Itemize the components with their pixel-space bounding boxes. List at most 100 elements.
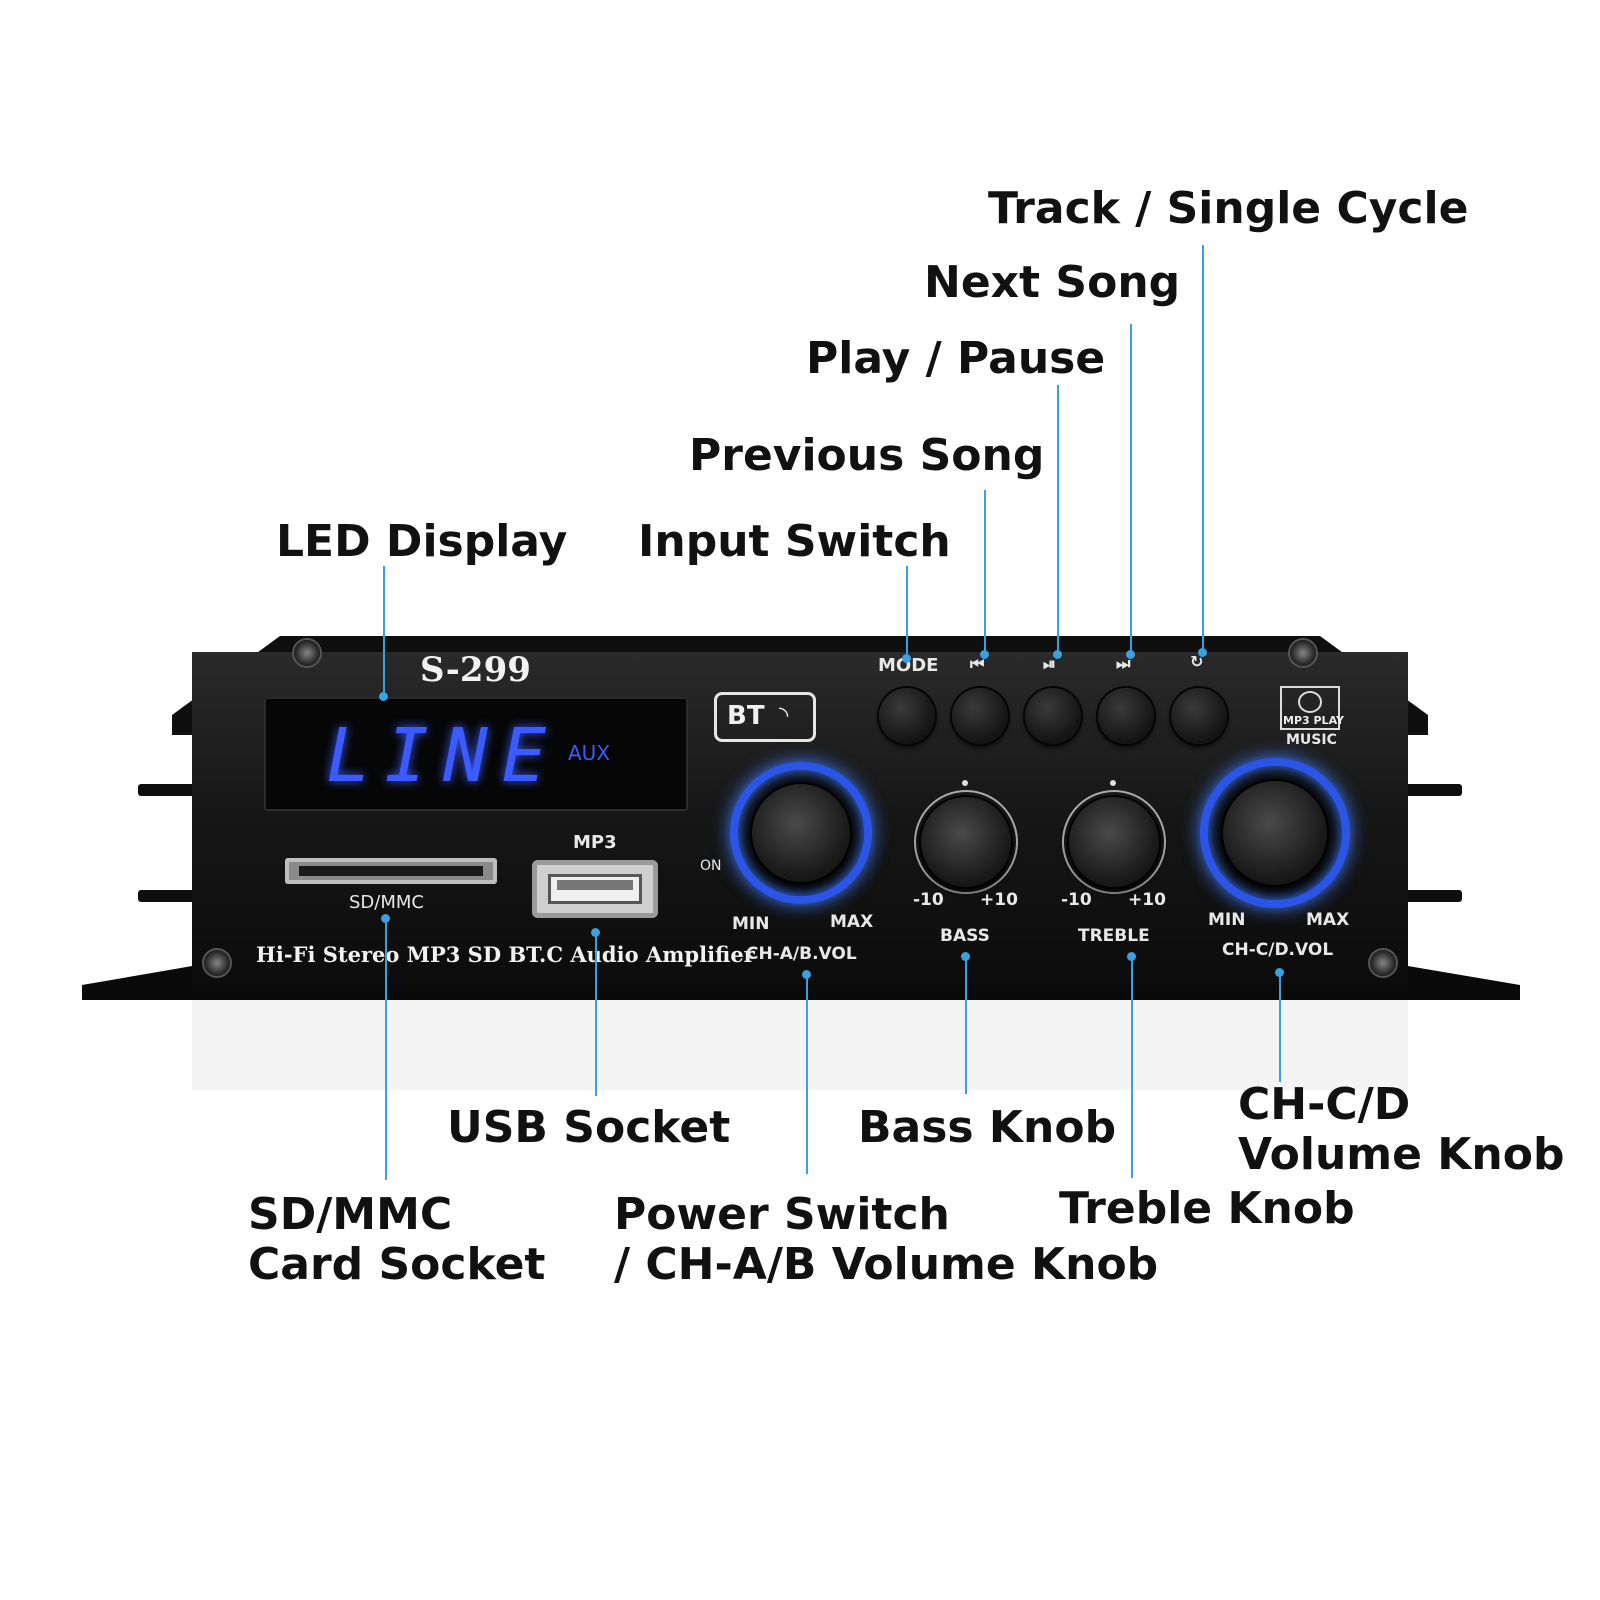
line-play-pause xyxy=(1057,385,1059,654)
line-led-display xyxy=(383,566,385,696)
line-ch-cd-knob xyxy=(1279,972,1281,1082)
dot-power-switch xyxy=(802,970,811,979)
disc-icon xyxy=(1298,691,1322,713)
line-treble-knob xyxy=(1131,956,1133,1178)
model-name: S-299 xyxy=(420,650,531,690)
sd-label: SD/MMC xyxy=(349,892,424,913)
mp3-label: MP3 xyxy=(573,832,617,853)
bass-indicator-dot xyxy=(962,780,968,786)
logo-line2: MUSIC xyxy=(1286,732,1337,748)
play-pause-button[interactable] xyxy=(1025,688,1081,744)
callout-previous-song: Previous Song xyxy=(689,430,1045,481)
left-fin-1 xyxy=(138,784,198,796)
sd-slot-opening xyxy=(299,866,483,876)
usb-socket[interactable] xyxy=(532,860,658,918)
bass-knob[interactable] xyxy=(921,797,1011,887)
line-sd-socket xyxy=(385,918,387,1180)
mode-button[interactable] xyxy=(879,688,935,744)
bt-badge-label: BT xyxy=(727,701,765,731)
screw-bottom-left xyxy=(204,950,230,976)
callout-play-pause: Play / Pause xyxy=(806,333,1106,384)
callout-led-display: LED Display xyxy=(276,516,568,567)
ch-cd-volume-knob[interactable] xyxy=(1223,781,1327,885)
bass-knob-rim xyxy=(914,790,1018,894)
callout-power-line2: / CH-A/B Volume Knob xyxy=(614,1239,1159,1290)
dot-next-song xyxy=(1126,650,1135,659)
previous-button[interactable] xyxy=(952,688,1008,744)
ch-ab-max-label: MAX xyxy=(830,912,874,932)
treble-name-label: TREBLE xyxy=(1078,926,1150,946)
base-plate xyxy=(82,985,1520,1000)
screw-top-left xyxy=(294,640,320,666)
next-icon: ⏭ xyxy=(1116,654,1131,673)
repeat-button[interactable] xyxy=(1171,688,1227,744)
line-input-switch xyxy=(906,566,908,658)
callout-track-single-cycle: Track / Single Cycle xyxy=(988,183,1469,234)
dot-input-switch xyxy=(902,654,911,663)
dot-ch-cd-knob xyxy=(1275,968,1284,977)
line-bass-knob xyxy=(965,956,967,1094)
bass-max-label: +10 xyxy=(980,890,1018,910)
treble-min-label: -10 xyxy=(1061,890,1092,910)
dot-sd-socket xyxy=(381,914,390,923)
screw-bottom-right xyxy=(1370,950,1396,976)
base-foot-right xyxy=(1402,965,1520,985)
ch-cd-min-label: MIN xyxy=(1208,910,1246,930)
dot-play-pause xyxy=(1053,650,1062,659)
ch-ab-name-label: CH-A/B.VOL xyxy=(746,944,857,964)
led-display-text: LINE xyxy=(326,713,561,799)
screw-top-right xyxy=(1290,640,1316,666)
bt-badge: BT ◝ xyxy=(714,692,816,742)
usb-port-inner xyxy=(548,874,642,904)
usb-contact-bar xyxy=(557,880,633,890)
treble-knob-rim xyxy=(1062,790,1166,894)
led-aux-text: AUX xyxy=(568,741,611,765)
callout-treble-knob: Treble Knob xyxy=(1059,1183,1355,1234)
sd-card-slot[interactable] xyxy=(285,858,497,884)
dot-bass-knob xyxy=(961,952,970,961)
callout-sd-line2: Card Socket xyxy=(248,1239,546,1290)
dot-previous-song xyxy=(980,650,989,659)
next-button[interactable] xyxy=(1098,688,1154,744)
right-fin-1 xyxy=(1402,784,1462,796)
callout-usb-socket: USB Socket xyxy=(447,1102,731,1153)
on-label: ON xyxy=(700,858,722,874)
left-fin-2 xyxy=(138,890,198,902)
callout-input-switch: Input Switch xyxy=(638,516,951,567)
callout-power-line1: Power Switch xyxy=(614,1189,950,1240)
line-track-cycle xyxy=(1202,245,1204,650)
callout-ch-cd-line1: CH-C/D xyxy=(1238,1079,1411,1130)
callout-next-song: Next Song xyxy=(924,257,1181,308)
line-previous-song xyxy=(984,490,986,654)
dot-track-cycle xyxy=(1198,648,1207,657)
ch-ab-volume-knob[interactable] xyxy=(752,784,850,882)
logo-line1: MP3 PLAY xyxy=(1283,714,1344,727)
mp3-play-logo: MP3 PLAY xyxy=(1280,686,1344,730)
dot-usb-socket xyxy=(591,928,600,937)
wireless-icon: ◝ xyxy=(779,701,789,729)
line-next-song xyxy=(1130,324,1132,654)
dot-treble-knob xyxy=(1127,952,1136,961)
callout-bass-knob: Bass Knob xyxy=(858,1102,1117,1153)
led-display: LINE AUX xyxy=(264,697,688,811)
mode-label: MODE xyxy=(878,655,939,676)
base-foot-left xyxy=(82,965,198,985)
bass-name-label: BASS xyxy=(940,926,990,946)
line-power-switch xyxy=(806,974,808,1174)
callout-ch-cd-line2: Volume Knob xyxy=(1238,1129,1565,1180)
ch-cd-name-label: CH-C/D.VOL xyxy=(1222,940,1334,960)
previous-icon: ⏮ xyxy=(970,654,985,673)
line-usb-socket xyxy=(595,932,597,1096)
bass-min-label: -10 xyxy=(913,890,944,910)
treble-indicator-dot xyxy=(1110,780,1116,786)
dot-led-display xyxy=(379,692,388,701)
play-pause-icon: ⏯ xyxy=(1043,654,1056,673)
right-fin-2 xyxy=(1402,890,1462,902)
treble-knob[interactable] xyxy=(1069,797,1159,887)
ch-cd-max-label: MAX xyxy=(1306,910,1350,930)
treble-max-label: +10 xyxy=(1128,890,1166,910)
callout-sd-line1: SD/MMC xyxy=(248,1189,453,1240)
tagline: Hi-Fi Stereo MP3 SD BT.C Audio Amplifier xyxy=(256,942,755,967)
reflection xyxy=(192,1000,1408,1090)
ch-ab-min-label: MIN xyxy=(732,914,770,934)
